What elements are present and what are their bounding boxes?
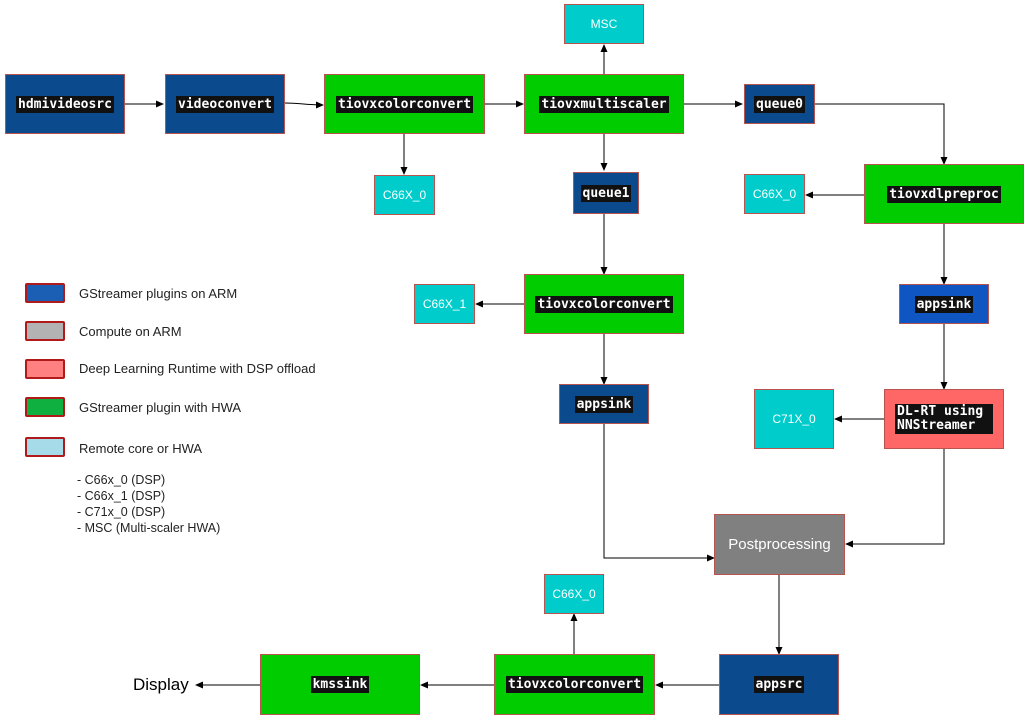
node-label: tiovxmultiscaler — [539, 95, 669, 113]
node-dlrt-nnstreamer[interactable]: DL-RT using NNStreamer — [884, 389, 1004, 449]
legend-swatch-arm — [25, 283, 65, 303]
node-hdmivideosrc[interactable]: hdmivideosrc — [5, 74, 125, 134]
node-label: tiovxdlpreproc — [887, 185, 1001, 203]
legend-label-dlrt: Deep Learning Runtime with DSP offload — [79, 361, 316, 376]
node-label: videoconvert — [176, 95, 274, 113]
node-label: queue0 — [754, 95, 805, 113]
edge-queue0-to-dlpreproc — [815, 103, 948, 165]
node-queue1[interactable]: queue1 — [573, 172, 639, 214]
node-tiovxcolorconvert-3[interactable]: tiovxcolorconvert — [494, 654, 655, 715]
node-label: kmssink — [310, 676, 370, 693]
legend-label-remote: Remote core or HWA — [79, 441, 203, 456]
node-c66x1[interactable]: C66X_1 — [414, 284, 475, 324]
node-label: C66X_1 — [422, 297, 467, 311]
node-label: hdmivideosrc — [16, 95, 114, 113]
node-label: C71X_0 — [772, 412, 816, 426]
node-appsink-right[interactable]: appsink — [899, 284, 989, 324]
node-tiovxcolorconvert-1[interactable]: tiovxcolorconvert — [324, 74, 485, 134]
display-label: Display — [133, 675, 189, 694]
node-c71x0[interactable]: C71X_0 — [754, 389, 834, 449]
node-msc[interactable]: MSC — [564, 4, 644, 44]
legend-swatch-remote — [25, 437, 65, 457]
legend-label-hwa: GStreamer plugin with HWA — [79, 400, 242, 415]
node-label: DL-RT using NNStreamer — [895, 404, 993, 434]
node-label: appsrc — [753, 676, 805, 693]
node-label: tiovxcolorconvert — [335, 95, 474, 113]
node-videoconvert[interactable]: videoconvert — [165, 74, 285, 134]
legend-note: - MSC (Multi-scaler HWA) — [77, 521, 221, 535]
node-postprocessing[interactable]: Postprocessing — [714, 514, 845, 575]
node-label: Postprocessing — [728, 536, 831, 553]
node-label: C66X_0 — [752, 187, 797, 201]
legend-label-compute: Compute on ARM — [79, 324, 182, 339]
legend-note: - C66x_0 (DSP) — [77, 473, 166, 487]
node-label: appsink — [574, 395, 634, 413]
legend-swatch-hwa — [25, 397, 65, 417]
node-c66x0-c[interactable]: C66X_0 — [544, 574, 604, 614]
node-c66x0-a[interactable]: C66X_0 — [374, 175, 435, 215]
edge-appsink-to-postprocessing — [603, 424, 715, 562]
node-queue0[interactable]: queue0 — [744, 84, 815, 124]
node-label: tiovxcolorconvert — [505, 676, 644, 693]
node-tiovxcolorconvert-2[interactable]: tiovxcolorconvert — [524, 274, 684, 334]
node-tiovxmultiscaler[interactable]: tiovxmultiscaler — [524, 74, 684, 134]
legend-swatch-dlrt — [25, 359, 65, 379]
node-tiovxdlpreproc[interactable]: tiovxdlpreproc — [864, 164, 1024, 224]
legend-note: - C71x_0 (DSP) — [77, 505, 166, 519]
node-label: tiovxcolorconvert — [535, 295, 673, 313]
node-label: MSC — [590, 17, 618, 31]
legend-note: - C66x_1 (DSP) — [77, 489, 166, 503]
node-label: queue1 — [580, 184, 632, 202]
node-appsrc[interactable]: appsrc — [719, 654, 839, 715]
node-label: C66X_0 — [552, 587, 596, 601]
node-label: C66X_0 — [382, 188, 427, 202]
legend-swatch-compute — [25, 321, 65, 341]
node-kmssink[interactable]: kmssink — [260, 654, 420, 715]
node-c66x0-b[interactable]: C66X_0 — [744, 174, 805, 214]
edge-videoconvert-to-colorconvert — [284, 101, 324, 109]
node-label: appsink — [914, 295, 974, 313]
node-appsink-left[interactable]: appsink — [559, 384, 649, 424]
edge-dlrt-to-postprocessing — [845, 449, 945, 548]
legend-label-arm: GStreamer plugins on ARM — [79, 286, 238, 301]
